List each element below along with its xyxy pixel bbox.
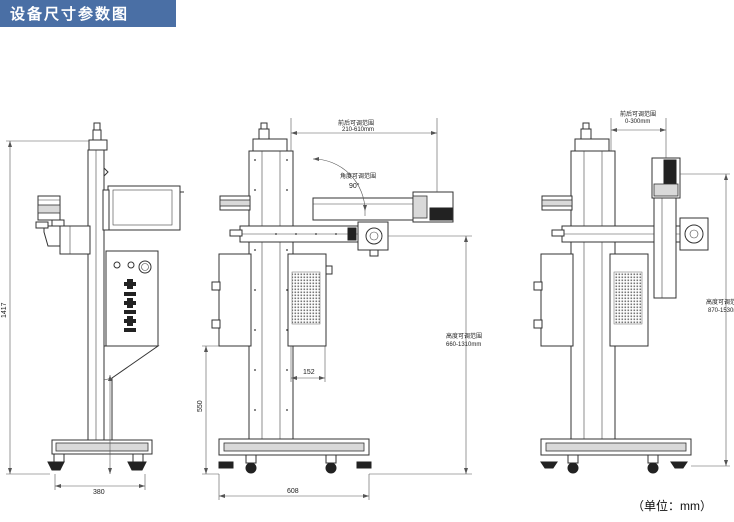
arm-screws: [275, 233, 337, 235]
front-angle-title: 角度可调范围: [340, 172, 376, 180]
connector-row: [124, 279, 136, 332]
front-fb-range-value: 210-610mm: [342, 127, 374, 133]
front-offset-label: 152: [303, 369, 315, 376]
front-base-width-label: 608: [287, 488, 299, 495]
front-lower-height-label: 550: [197, 400, 204, 412]
front-height-range-title: 高度可调范围: [446, 332, 482, 340]
title-banner: 设备尺寸参数图: [0, 0, 176, 27]
vent-grille: [291, 271, 321, 325]
front-view: 角度可调范围 90° 前后可调范围 210-610mm 152: [197, 118, 482, 500]
side-height-label: 1417: [1, 302, 8, 318]
side-view: 1417: [1, 122, 184, 496]
page-title: 设备尺寸参数图: [10, 6, 130, 23]
rear-height-range-value: 870-1530mm: [708, 308, 734, 314]
front-angle-value: 90°: [349, 182, 360, 190]
front-height-range-value: 660-1310mm: [446, 342, 481, 348]
side-base-width-label: 380: [93, 489, 105, 496]
column-screws: [254, 159, 288, 411]
front-fb-range-title: 前后可调范围: [338, 119, 374, 127]
rear-view: 前后可调范围 0-300mm 高度可调范围 870-1530mm: [533, 110, 734, 474]
rear-height-range-title: 高度可调范围: [706, 298, 734, 306]
rear-fb-range-title: 前后可调范围: [620, 110, 656, 118]
rear-fb-range-value: 0-300mm: [625, 119, 650, 125]
unit-note: （单位：mm）: [632, 499, 712, 513]
